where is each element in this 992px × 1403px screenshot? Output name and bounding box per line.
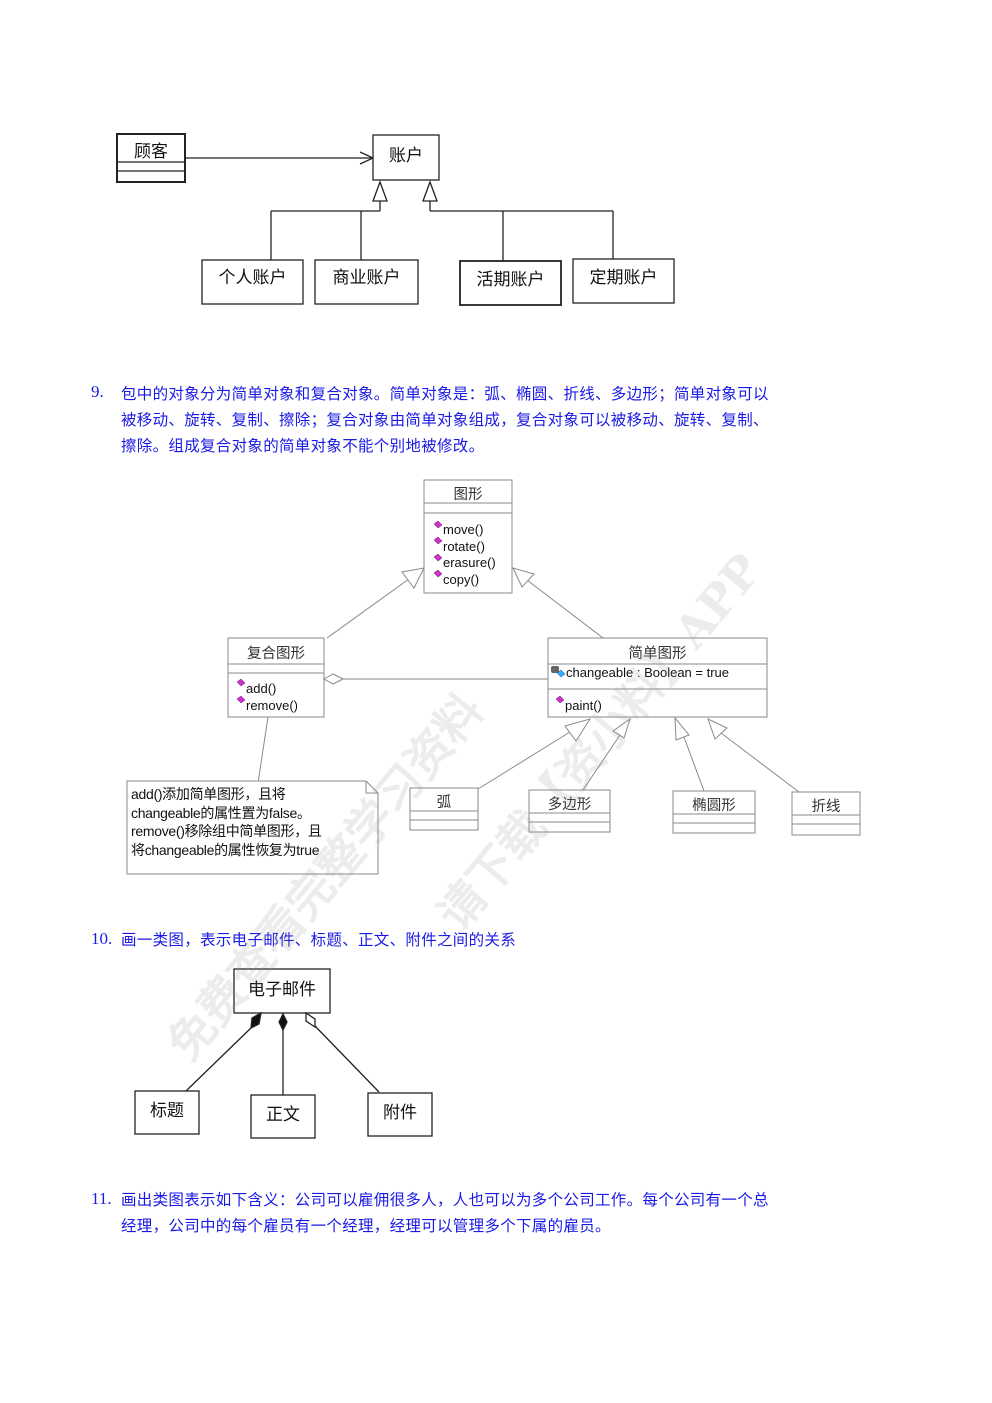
question-11-text: 画出类图表示如下含义：公司可以雇佣很多人，人也可以为多个公司工作。每个公司有一个… — [121, 1187, 881, 1239]
class-polygon: 多边形 — [547, 797, 592, 813]
question-9-text: 包中的对象分为简单对象和复合对象。简单对象是：弧、椭圆、折线、多边形；简单对象可… — [121, 381, 881, 459]
question-11-line-1: 画出类图表示如下含义：公司可以雇佣很多人，人也可以为多个公司工作。每个公司有一个… — [121, 1191, 769, 1209]
note-line-1: add()添加简单图形，且将 — [131, 786, 286, 802]
operation-erasure: erasure() — [443, 555, 496, 570]
class-personal-account: 个人账户 — [218, 268, 287, 288]
class-email: 电子邮件 — [248, 980, 316, 1000]
note-line-4: 将changeable的属性恢复为true — [131, 841, 320, 858]
class-current-account: 活期账户 — [476, 270, 545, 290]
class-composite-operations: add() remove() — [246, 680, 298, 714]
question-11-number: 11. — [91, 1189, 112, 1208]
class-shape-operations: move() rotate() erasure() copy() — [443, 522, 496, 588]
class-fixed-account: 定期账户 — [589, 268, 658, 288]
note-text: add()添加简单图形，且将 changeable的属性置为false。 rem… — [131, 785, 371, 859]
operation-remove: remove() — [246, 698, 299, 713]
question-9-line-3: 擦除。组成复合对象的简单对象不能个别地被修改。 — [121, 437, 485, 455]
question-9-number: 9. — [91, 382, 104, 401]
class-body: 正文 — [266, 1105, 300, 1125]
question-11-line-2: 经理，公司中的每个雇员有一个经理，经理可以管理多个下属的雇员。 — [121, 1217, 611, 1235]
class-simple-name: 简单图形 — [628, 646, 687, 662]
note-line-3: remove()移除组中简单图形，且 — [131, 823, 322, 839]
operation-copy: copy() — [443, 571, 480, 587]
class-composite-name: 复合图形 — [247, 646, 305, 662]
operation-move: move() — [443, 522, 484, 537]
question-9-line-1: 包中的对象分为简单对象和复合对象。简单对象是：弧、椭圆、折线、多边形；简单对象可… — [121, 385, 769, 403]
class-shape-name: 图形 — [453, 487, 483, 503]
class-arc: 弧 — [436, 795, 452, 811]
note-line-2: changeable的属性置为false。 — [131, 804, 311, 821]
class-account: 账户 — [389, 146, 423, 166]
operation-rotate: rotate() — [443, 538, 485, 554]
operation-add: add() — [246, 681, 277, 696]
class-subject: 标题 — [150, 1101, 184, 1121]
class-simple-operation-paint: paint() — [565, 698, 602, 713]
question-9-line-2: 被移动、旋转、复制、擦除；复合对象由简单对象组成，复合对象可以被移动、旋转、复制… — [121, 411, 769, 429]
class-polyline: 折线 — [811, 799, 841, 815]
class-customer: 顾客 — [134, 142, 168, 162]
question-10-text: 画一类图，表示电子邮件、标题、正文、附件之间的关系 — [121, 931, 517, 949]
class-simple-attribute: changeable : Boolean = true — [566, 665, 729, 680]
class-business-account: 商业账户 — [332, 268, 401, 288]
question-10-number: 10. — [91, 929, 113, 948]
class-attachment: 附件 — [383, 1103, 417, 1123]
class-ellipse: 椭圆形 — [692, 798, 736, 814]
